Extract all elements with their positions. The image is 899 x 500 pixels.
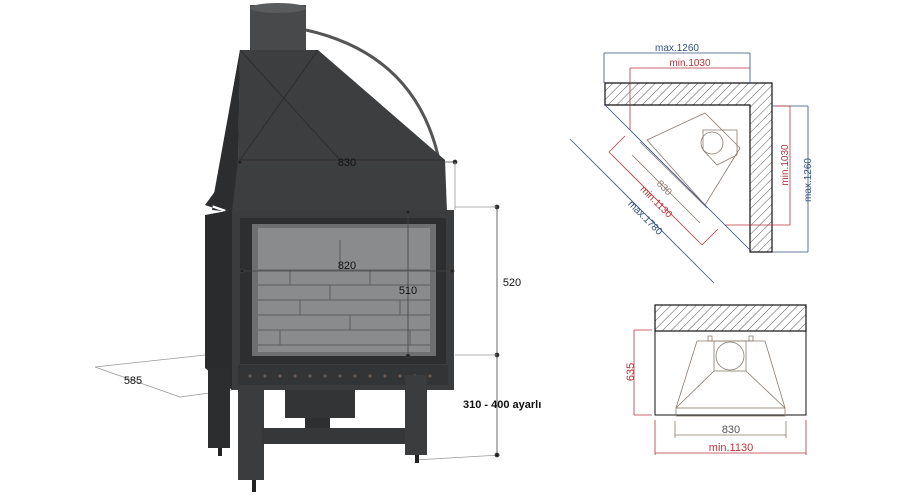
firebrick-pattern	[258, 240, 430, 346]
fireplace-3d-view: 830 820 510 520 585 310 - 400 ayarlı	[94, 3, 541, 492]
wall-installation-plan: 635 830 min.1130	[625, 304, 807, 455]
wall-width-830: 830	[722, 424, 740, 436]
corner-min-side: min.1030	[780, 144, 791, 186]
ash-box	[285, 390, 355, 418]
depth-guides	[94, 354, 501, 461]
back-wall	[654, 304, 807, 332]
corner-max-side: max.1260	[803, 158, 814, 202]
dim-hood-width: 830	[338, 157, 356, 169]
dim-leg-height: 310 - 400 ayarlı	[463, 399, 541, 411]
body-side	[205, 210, 232, 390]
corner-min-top: min.1030	[669, 58, 711, 69]
legs	[208, 368, 427, 492]
dim-depth: 585	[124, 375, 142, 387]
hood-front	[225, 50, 447, 212]
wall-min-width: min.1130	[709, 442, 753, 454]
wall-depth: 635	[625, 363, 637, 381]
corner-max-top: max.1260	[655, 43, 699, 54]
dim-glass-width: 820	[338, 260, 356, 272]
dim-glass-height: 510	[399, 285, 417, 297]
dim-body-height: 520	[503, 277, 521, 289]
corner-installation-plan: max.1260 min.1030 min.1030 max.1260 830 …	[569, 43, 814, 284]
dimension-lines	[237, 159, 500, 458]
